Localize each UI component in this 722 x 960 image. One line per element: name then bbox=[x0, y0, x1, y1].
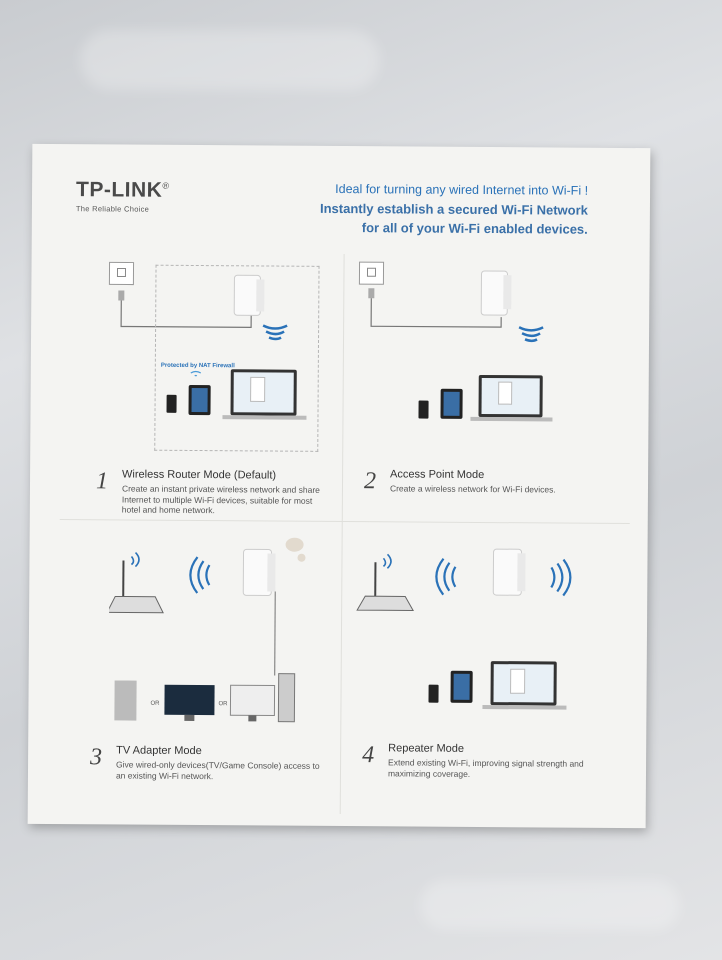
divider-vertical bbox=[339, 254, 345, 815]
mode-number: 1 bbox=[95, 468, 109, 495]
or-label: OR bbox=[218, 701, 228, 708]
brand: TP-LINK® The Reliable Choice bbox=[76, 178, 170, 214]
mode-description: Create an instant private wireless netwo… bbox=[121, 483, 320, 516]
nat-firewall-label: Protected by NAT Firewall bbox=[160, 362, 235, 370]
mode-title: Repeater Mode bbox=[388, 742, 465, 755]
mode-title: TV Adapter Mode bbox=[116, 744, 202, 758]
mode-number: 3 bbox=[90, 744, 103, 771]
product-box-back: TP-LINK® The Reliable Choice Ideal for t… bbox=[27, 143, 651, 829]
or-label: OR bbox=[150, 700, 160, 707]
mode-number: 2 bbox=[363, 468, 377, 495]
stain bbox=[285, 537, 304, 552]
mode-description: Give wired-only devices(TV/Game Console)… bbox=[115, 759, 320, 781]
divider-horizontal bbox=[59, 519, 630, 525]
headline-line1: Ideal for turning any wired Internet int… bbox=[335, 181, 589, 198]
stain bbox=[297, 553, 306, 562]
repeater-illustration bbox=[356, 548, 572, 710]
brand-tagline: The Reliable Choice bbox=[75, 204, 150, 214]
headline: Ideal for turning any wired Internet int… bbox=[320, 180, 588, 239]
mode-description: Extend existing Wi-Fi, improving signal … bbox=[387, 757, 584, 779]
headline-line3: for all of your Wi-Fi enabled devices. bbox=[361, 220, 588, 237]
headline-line2: Instantly establish a secured Wi-Fi Netw… bbox=[319, 200, 588, 218]
mode-title: Wireless Router Mode (Default) bbox=[122, 468, 277, 482]
cloth-fold bbox=[420, 880, 680, 930]
mode-title: Access Point Mode bbox=[390, 468, 485, 482]
cloth-fold bbox=[80, 30, 380, 90]
mode-number: 4 bbox=[362, 742, 375, 769]
access-point-illustration bbox=[358, 261, 553, 422]
mode-description: Create a wireless network for Wi-Fi devi… bbox=[389, 483, 556, 495]
tp-link-logo: TP-LINK® bbox=[75, 178, 170, 202]
router-mode-illustration bbox=[108, 261, 307, 420]
nat-firewall-zone bbox=[154, 264, 320, 452]
tv-adapter-illustration bbox=[108, 548, 296, 723]
